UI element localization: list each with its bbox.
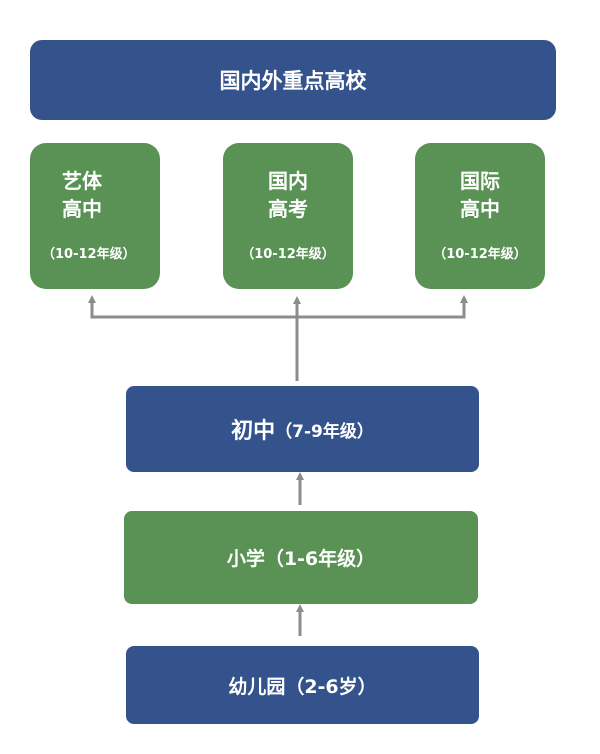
branch-bar <box>90 300 466 319</box>
international-high-school-box: 国际 高中 （10-12年级） <box>415 143 545 289</box>
primary-school-box: 小学（1-6年级） <box>124 511 478 604</box>
domestic-line2: 高考 <box>268 197 308 221</box>
top-universities-box: 国内外重点高校 <box>30 40 556 120</box>
primary-school-label: 小学（1-6年级） <box>226 548 376 570</box>
domestic-line1: 国内 <box>268 169 308 193</box>
kindergarten-box: 幼儿园（2-6岁） <box>126 646 479 724</box>
middle-school-label: 初中 <box>231 419 276 444</box>
kindergarten-label: 幼儿园（2-6岁） <box>228 675 377 698</box>
domestic-grade: （10-12年级） <box>241 247 335 262</box>
international-line1: 国际 <box>460 169 500 193</box>
art-sports-line1: 艺体 <box>62 169 102 193</box>
top-universities-label: 国内外重点高校 <box>219 69 367 93</box>
international-line2: 高中 <box>460 197 500 221</box>
middle-school-box: 初中 （7-9年级） <box>126 386 479 472</box>
art-sports-grade: （10-12年级） <box>42 247 136 262</box>
domestic-high-school-box: 国内 高考 （10-12年级） <box>223 143 353 289</box>
art-sports-high-school-box: 艺体 高中 （10-12年级） <box>30 143 160 289</box>
middle-school-grade: （7-9年级） <box>275 421 374 442</box>
art-sports-line2: 高中 <box>62 197 102 221</box>
international-grade: （10-12年级） <box>433 247 527 262</box>
